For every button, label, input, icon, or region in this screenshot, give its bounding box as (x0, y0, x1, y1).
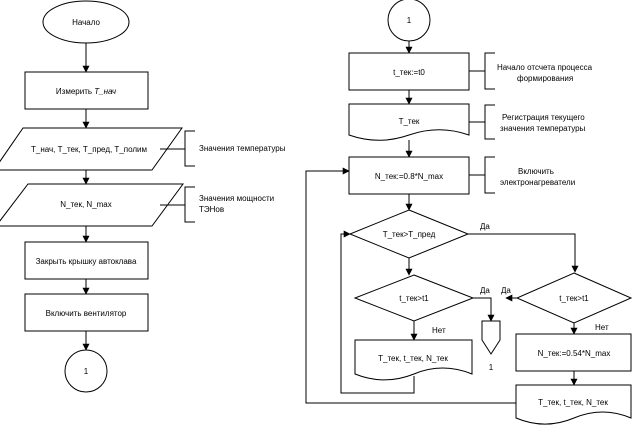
measure-label: Измерить T_нач (56, 87, 116, 96)
power-note-line1: Значения мощности (199, 194, 274, 203)
n-note-line1: Включить (518, 167, 554, 176)
t-doc-label: T_тек (399, 117, 420, 126)
temps-note: Значения температуры (199, 144, 286, 153)
power-io-parallelogram (0, 183, 184, 227)
t-annotation-bracket (469, 52, 495, 90)
close-lid-label: Закрыть крышку автоклава (36, 257, 137, 266)
close-lid-process (24, 241, 149, 280)
t-doc-note-line1: Регистрация текущего (502, 113, 585, 122)
t-assign-process (348, 52, 470, 91)
power-note-line2: ТЭНов (199, 205, 224, 214)
connector-label: 1 (84, 367, 89, 376)
left-output-document (354, 339, 473, 381)
left-output-label: T_тек, t_тек, N_тек (378, 354, 448, 363)
start-label: Начало (72, 18, 100, 27)
n-note-line2: электронагреватели (500, 178, 575, 187)
n-assign-process (348, 156, 470, 195)
measure-prefix: Измерить (56, 87, 94, 96)
yes-label-1: Да (480, 222, 490, 231)
n-annotation-bracket (469, 156, 495, 194)
n-assign2-label: N_тек:=0.54*N_max (538, 349, 611, 358)
temps-io-label: T_нач, T_тек, T_пред, T_полим (31, 145, 147, 154)
t1-left-label: t_тек>t1 (399, 294, 429, 303)
temp-decision-label: T_тек>T_пред (383, 230, 436, 239)
temps-io-parallelogram (0, 127, 183, 171)
power-annotation-bracket (160, 186, 195, 223)
yes-label-2: Да (480, 286, 490, 295)
yes-to-offpage-line (473, 297, 495, 322)
t-assign-label: t_тек:=t0 (393, 68, 425, 77)
offpage-connector (481, 320, 501, 355)
temps-annotation-bracket (160, 130, 195, 167)
measure-process (24, 71, 149, 110)
loop-back-line-1 (340, 230, 415, 394)
offpage-label: 1 (489, 363, 494, 372)
measure-var: T_нач (94, 87, 116, 96)
connector-circle (64, 349, 108, 393)
no-label-left: Нет (432, 326, 446, 335)
yes-branch-line (468, 233, 579, 273)
n-assign-label: N_тек:=0.8*N_max (375, 172, 443, 181)
t-note-line1: Начало отсчета процесса (497, 63, 593, 72)
t-doc-note-line2: значения температуры (500, 124, 586, 133)
t1-right-label: t_тек>t1 (559, 294, 589, 303)
right-output-label: T_тек, t_тек, N_тек (538, 398, 608, 407)
power-io-label: N_тек, N_max (60, 200, 112, 209)
right-output-document (515, 384, 632, 425)
left-flow: Начало Измерить T_нач T_нач, T_тек, T_пр… (0, 0, 286, 393)
n-assign2-process (515, 333, 632, 372)
t-document (348, 103, 470, 141)
loop-back-line-2 (305, 167, 516, 404)
connector-top-label: 1 (407, 16, 412, 25)
right-flow: 1 t_тек:=t0 Начало отсчета процесса форм… (305, 0, 633, 425)
t-doc-annotation-bracket (469, 104, 495, 140)
t-note-line2: формирования (517, 74, 573, 83)
no-label-right: Нет (595, 323, 609, 332)
fan-on-label: Включить вентилятор (46, 309, 127, 318)
yes-label-3: Да (501, 286, 511, 295)
